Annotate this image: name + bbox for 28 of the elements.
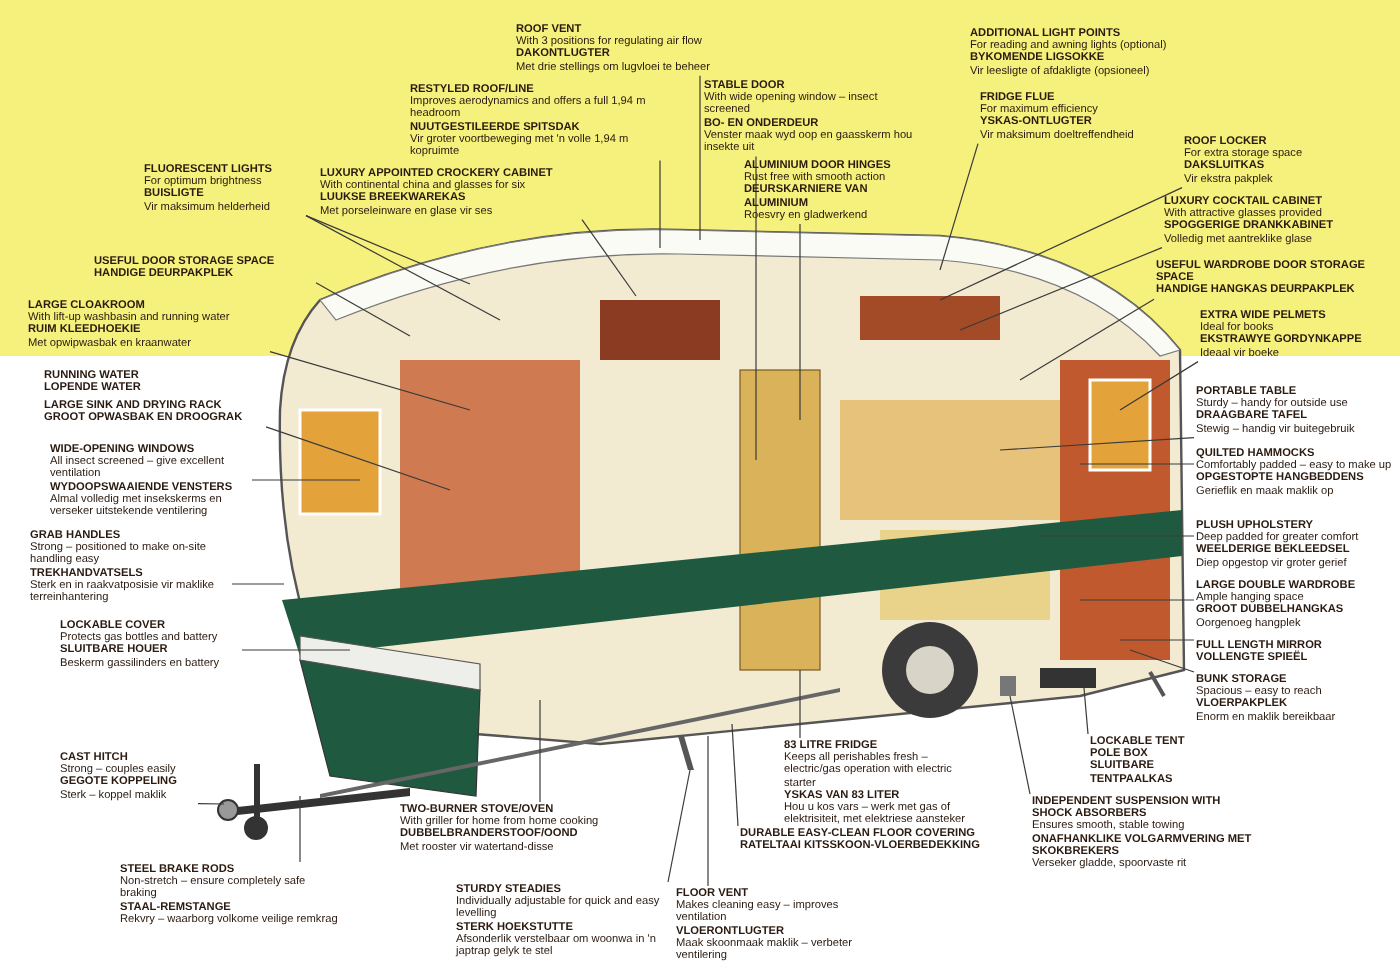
leader-line [269,351,471,411]
leader-line [241,649,351,651]
leader-line [999,437,1195,451]
leader-line [659,159,661,249]
leader-line [707,735,709,887]
leader-line [1083,687,1089,735]
leader-line [699,75,701,241]
leader-line [305,215,501,321]
leader-line [939,187,1183,301]
leader-line [731,723,739,827]
leader-line [1119,639,1195,641]
leader-line [939,143,979,271]
leader-line [231,583,285,585]
leader-line [959,247,1163,331]
leader-line [667,769,691,883]
leader-line [755,155,757,461]
leader-line [1129,649,1195,673]
leader-line [1009,695,1031,795]
leader-line [251,479,361,481]
leader-line [299,795,301,863]
leader-line [539,699,541,803]
leader-line [799,223,801,421]
leader-line [1079,463,1195,465]
leader-line [1079,599,1195,601]
leader-line [265,426,451,491]
leader-line [197,803,225,805]
leader-line [799,669,801,739]
leader-line [305,215,471,285]
